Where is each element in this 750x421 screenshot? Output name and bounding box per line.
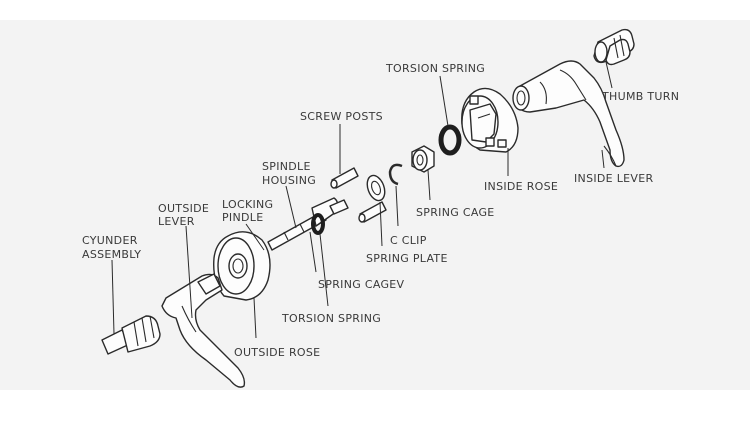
screw-posts-part (330, 167, 387, 223)
label-cylinder-assembly-line1: CYUNDER (82, 234, 138, 247)
label-outside-rose: OUTSIDE ROSE (234, 346, 320, 359)
label-c-clip: C CLIP (390, 234, 427, 247)
label-cylinder-assembly-line2: ASSEMBLY (82, 248, 141, 261)
spindle-housing-part (267, 197, 349, 251)
label-inside-rose: INSIDE ROSE (484, 180, 558, 193)
spring-plate-part (366, 174, 386, 202)
torsion-spring-top-part (438, 124, 462, 156)
c-clip-part (388, 163, 403, 186)
outside-lever-part (161, 273, 246, 388)
inside-lever-part (512, 60, 625, 168)
label-locking-spindle-line2: PINDLE (222, 211, 263, 224)
thumb-turn-part (593, 28, 635, 66)
label-outside-lever-line2: LEVER (158, 215, 195, 228)
label-spring-plate: SPRING PLATE (366, 252, 448, 265)
label-outside-lever-line1: OUTSIDE (158, 202, 209, 215)
label-spring-cage-left: SPRING CAGEV (318, 278, 405, 291)
outside-rose-part (213, 231, 271, 301)
label-torsion-spring-bottom: TORSION SPRING (281, 312, 381, 325)
label-spindle-housing-line1: SPINDLE (262, 160, 311, 173)
label-torsion-spring-top: TORSION SPRING (385, 62, 485, 75)
label-spindle-housing-line2: HOUSING (262, 174, 316, 187)
label-locking-spindle-line1: LOCKING (222, 198, 273, 211)
label-thumb-turn: THUMB TURN (601, 90, 679, 103)
label-spring-cage-right: SPRING CAGE (416, 206, 495, 219)
label-screw-posts: SCREW POSTS (300, 110, 383, 123)
label-inside-lever: INSIDE LEVER (574, 172, 653, 185)
leader-lines (111, 61, 613, 339)
inside-rose-part (461, 87, 519, 153)
spring-cage-right-part (411, 145, 435, 173)
cylinder-assembly-part (101, 315, 161, 355)
